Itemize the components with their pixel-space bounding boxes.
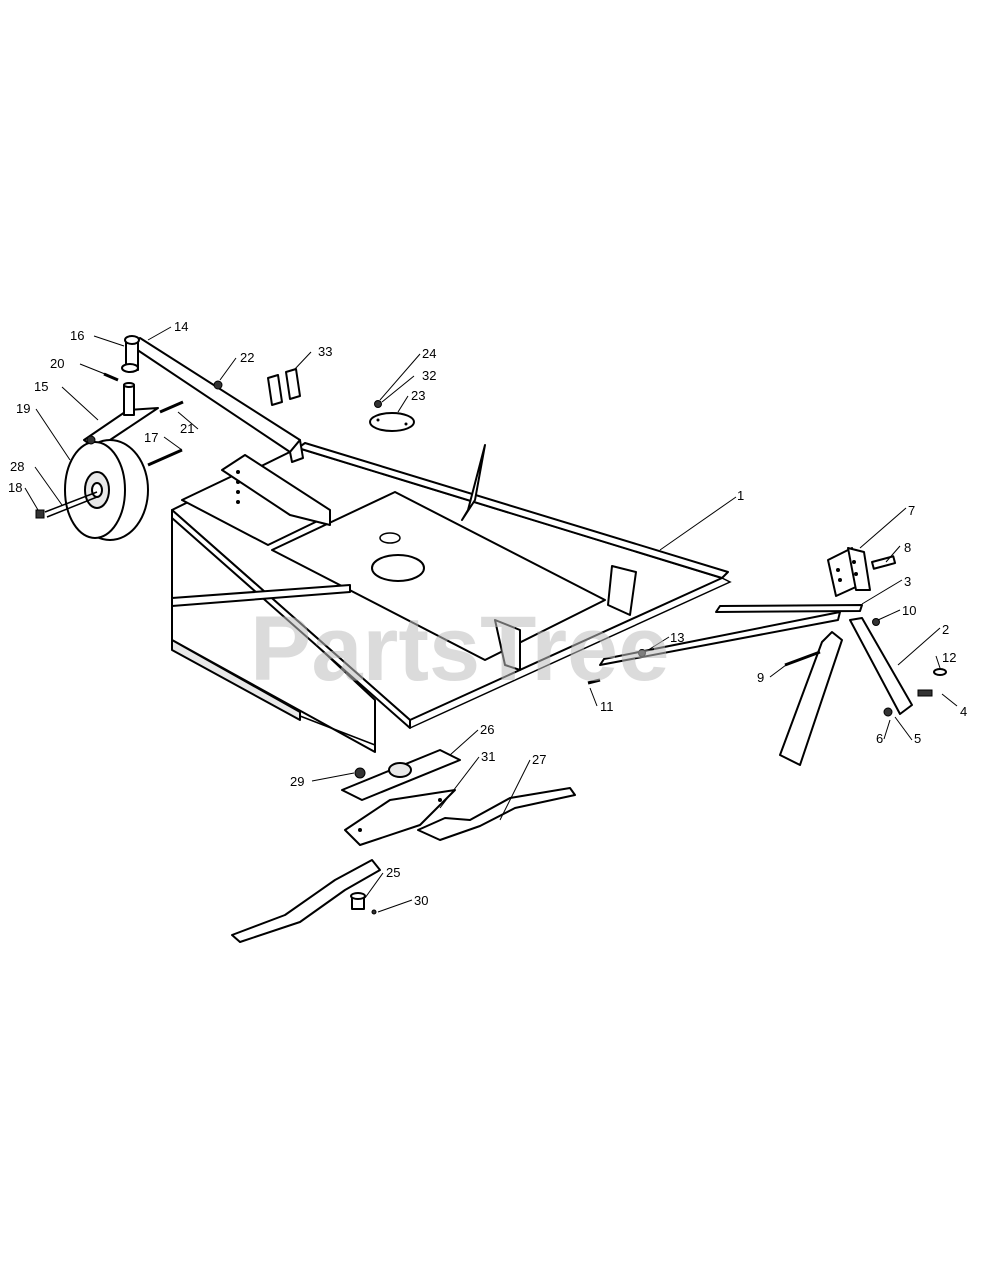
callout-16: 16	[70, 328, 84, 343]
hitch-assembly	[587, 547, 947, 766]
callout-9: 9	[757, 670, 764, 685]
callout-20: 20	[50, 356, 64, 371]
callout-24: 24	[422, 346, 436, 361]
callout-4: 4	[960, 704, 967, 719]
callout-22: 22	[240, 350, 254, 365]
callout-26: 26	[480, 722, 494, 737]
tongue-bar	[121, 335, 304, 463]
callout-32: 32	[422, 368, 436, 383]
callout-31: 31	[481, 749, 495, 764]
callout-18: 18	[8, 480, 22, 495]
leader-lines	[24, 326, 958, 913]
callout-6: 6	[876, 731, 883, 746]
callout-17: 17	[144, 430, 158, 445]
callout-19: 19	[16, 401, 30, 416]
watermark: PartsTree	[250, 598, 669, 700]
callout-10: 10	[902, 603, 916, 618]
callout-11: 11	[600, 699, 614, 714]
callout-3: 3	[904, 574, 911, 589]
top-hardware	[213, 368, 415, 432]
callout-27: 27	[532, 752, 546, 767]
callout-labels: 1 2 3 4 5 6 7 8 9 10 11 12 13 14 15 16 1…	[8, 319, 967, 908]
callout-5: 5	[914, 731, 921, 746]
blade-assembly	[231, 749, 576, 943]
wheel-assembly	[35, 372, 184, 541]
callout-14: 14	[174, 319, 188, 334]
callout-25: 25	[386, 865, 400, 880]
callout-2: 2	[942, 622, 949, 637]
callout-12: 12	[942, 650, 956, 665]
callout-21: 21	[180, 421, 194, 436]
callout-30: 30	[414, 893, 428, 908]
callout-29: 29	[290, 774, 304, 789]
callout-33: 33	[318, 344, 332, 359]
callout-8: 8	[904, 540, 911, 555]
callout-28: 28	[10, 459, 24, 474]
callout-1: 1	[737, 488, 744, 503]
callout-23: 23	[411, 388, 425, 403]
mower-deck	[171, 442, 732, 753]
callout-7: 7	[908, 503, 915, 518]
callout-15: 15	[34, 379, 48, 394]
callout-13: 13	[670, 630, 684, 645]
